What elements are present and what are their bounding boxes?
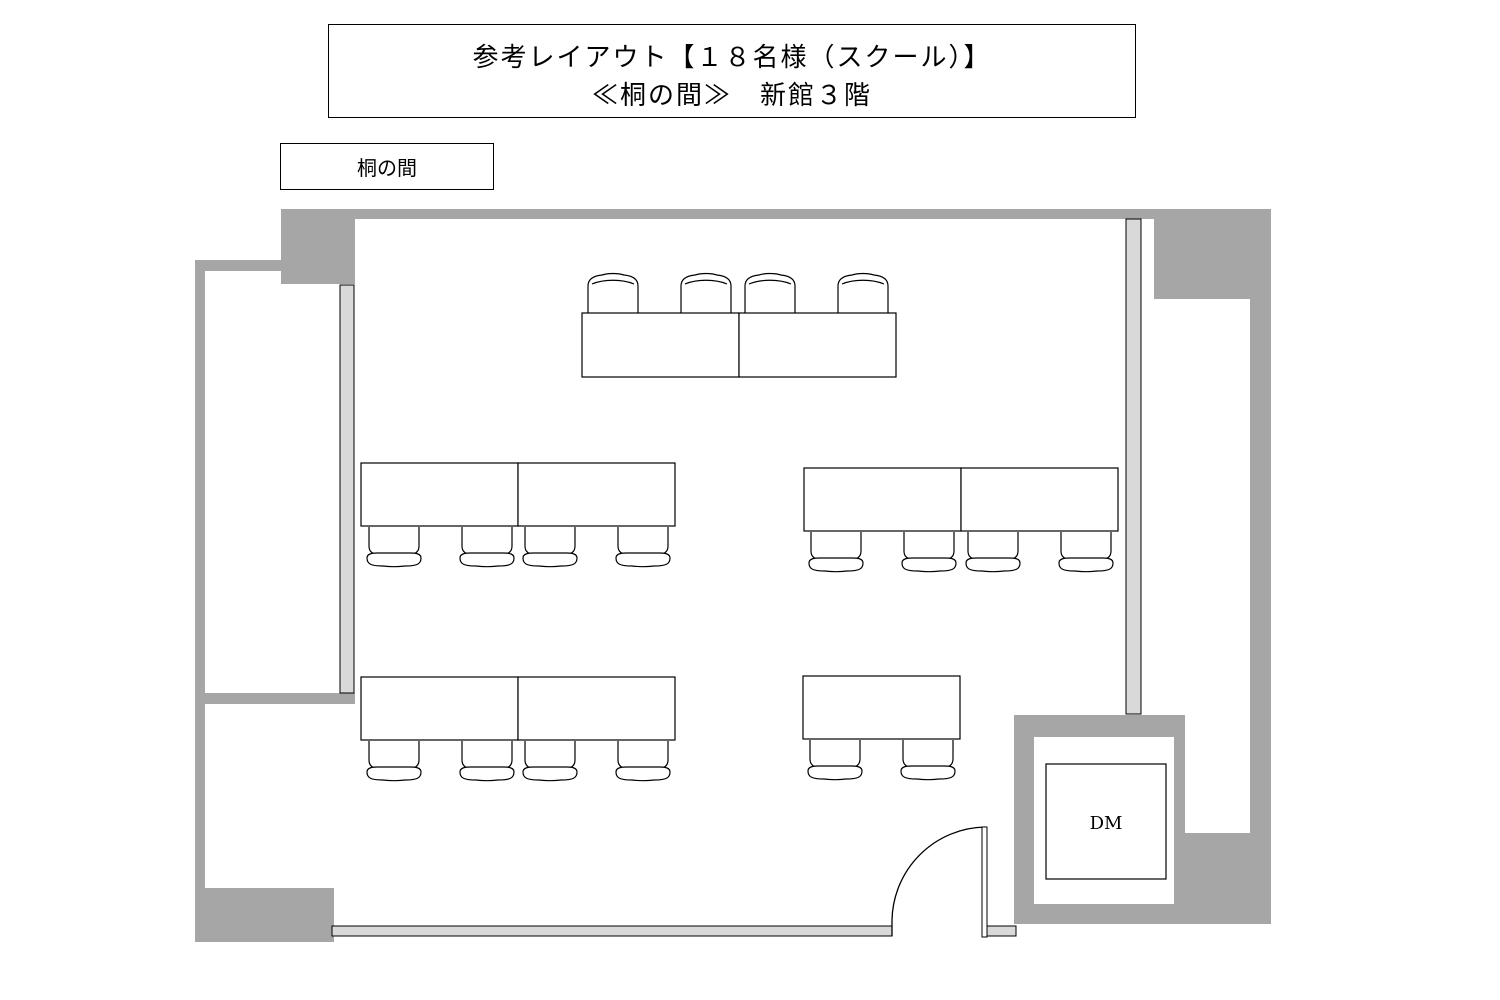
wall-corner-top-right [1154,209,1250,299]
door [891,826,988,938]
wall-corner-bottom-right [1185,833,1271,924]
partition-left [339,284,355,694]
table-row-bottom-right [802,675,961,781]
chair [744,272,796,314]
title-main: 参考レイアウト【１８名様（スクール）】 [472,43,992,73]
table-row-middle-right [803,467,1119,573]
chair [1058,531,1114,573]
title-sub: ≪桐の間≫ 新館３階 [591,81,872,111]
room-label: 桐の間 [280,143,494,190]
dm-label: DM [1090,813,1123,834]
chair [459,740,515,782]
table [738,312,897,378]
table [581,312,740,378]
table [960,467,1119,532]
chair [522,526,578,568]
table [517,462,676,527]
chair [901,531,957,573]
table-row-middle-left [360,462,676,568]
wall-left-upper-horizontal [195,260,281,271]
chair [965,531,1021,573]
table [360,676,519,741]
table [803,467,962,532]
chair [808,531,864,573]
chair [615,526,671,568]
chair [807,739,863,781]
table [802,675,961,740]
door-leaf [981,826,988,938]
dm-box [1045,763,1167,880]
chair [522,740,578,782]
chair [366,740,422,782]
chair [587,272,639,314]
wall-left [195,260,205,942]
wall-left-middle-horizontal [195,693,355,704]
wall-right [1250,209,1271,924]
chair [615,740,671,782]
chair [459,526,515,568]
table-row-bottom-left [360,676,676,782]
title-box: 参考レイアウト【１８名様（スクール）】 ≪桐の間≫ 新館３階 [328,24,1136,118]
chair [837,272,889,314]
partition-bottom-right [986,925,1017,937]
partition-bottom [331,925,893,937]
wall-corner-bottom-left [195,888,334,942]
partitions [331,218,1142,937]
wall-top [281,209,1271,219]
chair [900,739,956,781]
head-table-group [581,272,897,378]
wall-corner-top-left [281,209,355,284]
door-swing-arc [891,826,986,936]
table [517,676,676,741]
partition-right [1125,218,1142,715]
chair [680,272,732,314]
chair [366,526,422,568]
table [360,462,519,527]
